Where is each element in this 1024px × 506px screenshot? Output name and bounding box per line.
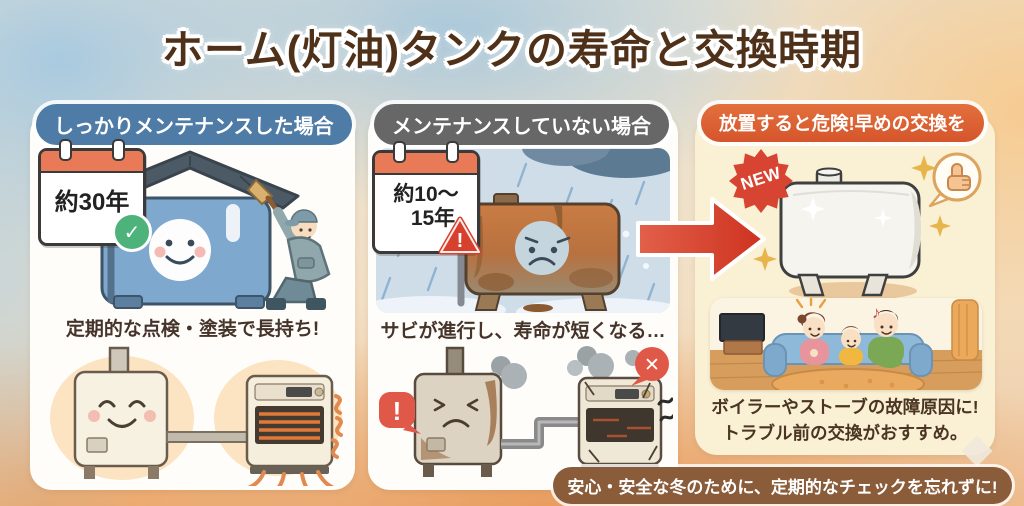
boiler-chimney [108, 346, 130, 376]
failure-cross-bubble: ✕ [631, 347, 669, 386]
arrow-right-icon [636, 197, 766, 281]
header-replace: 放置すると危険!早めの交換を [701, 104, 984, 142]
panel-maintained [30, 112, 355, 490]
warning-exclamation: ! [457, 230, 464, 252]
kotatsu-table [771, 368, 925, 390]
cross-mark: ✕ [644, 355, 660, 376]
tank-sad-face [515, 221, 569, 275]
maintenance-worker [246, 178, 331, 310]
caption-neglected: サビが進行し、寿命が短くなる… [380, 321, 666, 342]
header-neglected: メンテナンスしていない場合 [374, 104, 669, 145]
thumbs-up-icon [947, 163, 971, 191]
healthy-heaters-illustration [50, 346, 343, 486]
calendar-header [41, 151, 143, 173]
tank-smiley-face [149, 219, 211, 281]
mother-figure [797, 312, 829, 365]
child-figure [839, 325, 863, 365]
lifespan-10-15y-line1: 約10〜 [393, 183, 459, 206]
rattle-squiggle-icon [657, 397, 673, 406]
page-title: ホーム(灯油)タンクの寿命と交換時期 [161, 27, 863, 73]
family-scene: ♪ [710, 298, 982, 390]
new-tank-illustration [779, 167, 921, 300]
gold-sparkle-icon [753, 247, 777, 271]
new-tank-body [779, 181, 921, 279]
gold-sparkle-icon [911, 155, 937, 181]
calendar-30-years: 約30年 [38, 139, 146, 246]
calendar-ring [393, 141, 406, 163]
fuel-pipe [166, 431, 248, 443]
footer-banner: 安心・安全な冬のために、定期的なチェックを忘れずに! [553, 467, 1012, 504]
broken-heaters-illustration: ! ✕ [379, 346, 673, 477]
lifespan-30y-label: 約30年 [54, 189, 130, 216]
cheer-lines-icon [795, 298, 827, 309]
calendar-ring [112, 139, 125, 161]
calendar-ring [59, 139, 72, 161]
calendar-header [375, 153, 477, 175]
heat-wave-icon [334, 394, 342, 415]
check-icon: ✓ [112, 212, 152, 252]
caption-replace-line1: ボイラーやストーブの故障原因に! [711, 397, 979, 417]
header-maintained: しっかりメンテナンスした場合 [36, 104, 352, 145]
calendar-10-15-years: 約10〜 15年 [372, 141, 480, 254]
shine-sparkle-icon [801, 197, 825, 221]
father-figure [868, 309, 904, 368]
thumbs-up-bubble [928, 152, 984, 210]
curtain [951, 299, 979, 361]
calendar-ring [446, 141, 459, 163]
starburst-shape [729, 149, 793, 213]
music-note-icon: ♪ [872, 303, 881, 322]
tv-icon [719, 313, 765, 342]
warning-triangle-icon: ! [438, 216, 482, 255]
caption-replace-line2: トラブル前の交換がおすすめ。 [722, 423, 968, 443]
caption-maintained: 定期的な点検・塗装で長持ち! [65, 319, 320, 340]
gold-sparkle-icon [929, 215, 951, 237]
lifespan-10-15y-line2: 15年 [410, 207, 456, 231]
new-badge: NEW [729, 149, 793, 213]
alert-exclamation: ! [393, 396, 402, 426]
alert-bubble: ! [379, 392, 421, 434]
